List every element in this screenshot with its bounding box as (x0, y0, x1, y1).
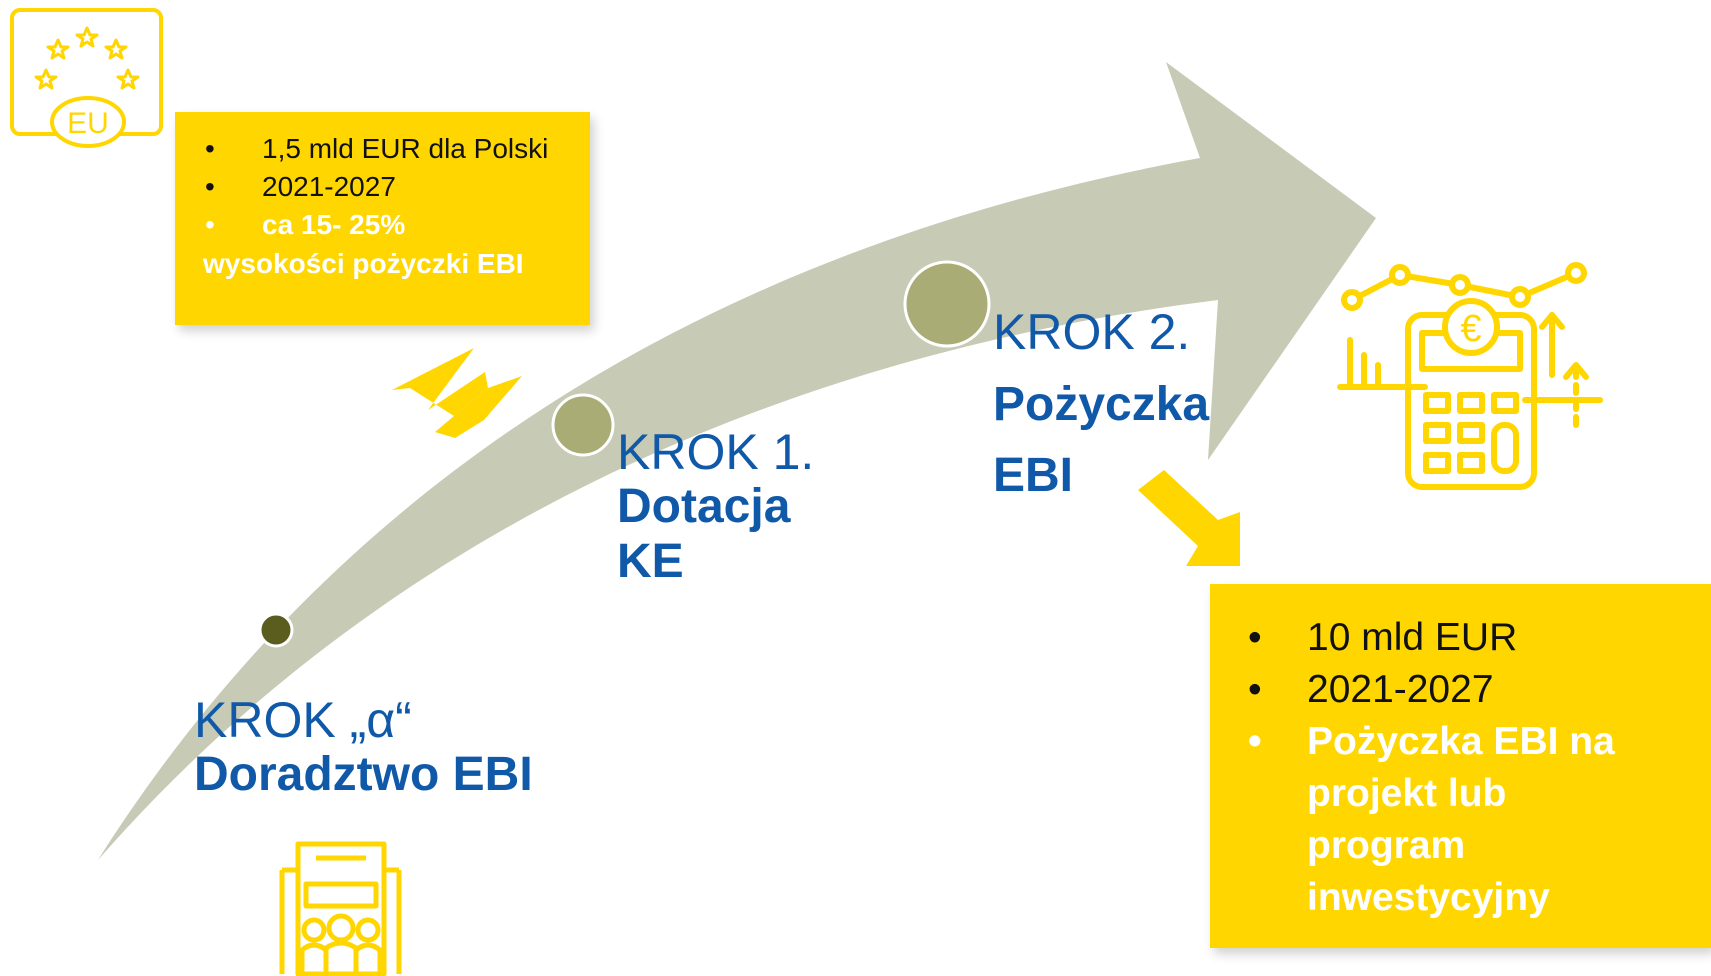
step-2-title: KROK 2. (993, 304, 1191, 360)
grant-info-list: 1,5 mld EUR dla Polski 2021-2027 ca 15- … (175, 130, 548, 244)
grant-info-continuation: wysokości pożyczki EBI (203, 248, 524, 279)
calculator-chart-icon: € (1337, 262, 1603, 490)
step-2-dot (903, 260, 991, 348)
main-curved-arrow (98, 62, 1376, 860)
step-alpha-label: KROK „α“ Doradztwo EBI (194, 693, 533, 802)
list-item: 2021-2027 (175, 168, 548, 206)
step-1-name-line1: Dotacja (617, 480, 791, 533)
list-item: Pożyczka EBI na projekt lub program inwe… (1210, 716, 1667, 924)
list-item: 1,5 mld EUR dla Polski (175, 130, 548, 168)
step-alpha-dot (258, 612, 294, 648)
grant-info-box: 1,5 mld EUR dla Polski 2021-2027 ca 15- … (175, 112, 590, 325)
list-item: 10 mld EUR (1210, 612, 1667, 664)
step-alpha-name: Doradztwo EBI (194, 748, 533, 801)
loan-info-list: 10 mld EUR 2021-2027 Pożyczka EBI na pro… (1210, 612, 1667, 924)
arrow-to-grant-box (435, 376, 522, 438)
step-1-name-line2: KE (617, 535, 684, 588)
step-2-label: KROK 2. Pożyczka EBI (993, 303, 1209, 503)
office-team-icon (279, 841, 402, 976)
step-1-title: KROK 1. (617, 424, 815, 480)
euro-symbol: € (1460, 308, 1481, 350)
list-item: 2021-2027 (1210, 664, 1667, 716)
loan-info-box: 10 mld EUR 2021-2027 Pożyczka EBI na pro… (1210, 584, 1711, 948)
eu-flag-icon: EU (10, 8, 163, 148)
arrow-to-loan-box (1138, 470, 1240, 566)
arrow-to-grant-box-head (392, 348, 488, 416)
step-alpha-title: KROK „α“ (194, 692, 412, 748)
list-item: ca 15- 25% (175, 206, 548, 244)
step-1-dot (551, 393, 615, 457)
step-1-label: KROK 1. Dotacja KE (617, 425, 814, 589)
step-2-name-line2: EBI (993, 449, 1074, 502)
eu-label: EU (67, 107, 109, 140)
step-2-name-line1: Pożyczka (993, 378, 1210, 431)
